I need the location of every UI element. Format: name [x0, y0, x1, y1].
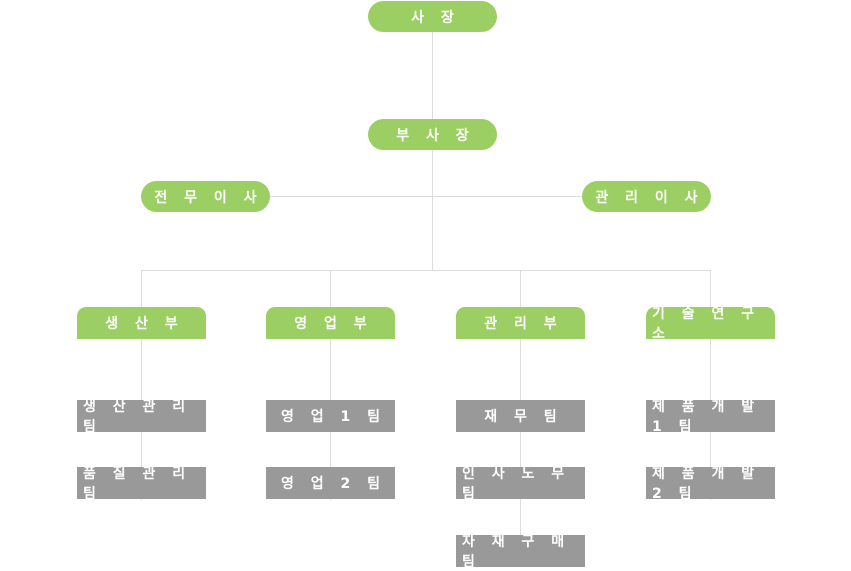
connector-line: [141, 270, 711, 271]
connector-line: [330, 270, 331, 500]
node-team: 생 산 관 리 팀: [77, 399, 206, 435]
connector-line: [710, 270, 711, 500]
node-team: 재 무 팀: [456, 400, 585, 432]
node-admin-director: 관 리 이 사: [582, 181, 711, 212]
node-team: 품 질 관 리 팀: [77, 466, 206, 502]
connector-line: [432, 31, 433, 271]
node-executive-director: 전 무 이 사: [141, 181, 270, 212]
connector-line: [270, 196, 582, 197]
node-vice-president: 부 사 장: [368, 119, 497, 150]
connector-line: [141, 270, 142, 500]
node-team: 제 품 개 발 2 팀: [646, 466, 775, 502]
node-team: 영 업 1 팀: [266, 400, 395, 432]
node-ceo: 사 장: [368, 1, 497, 32]
node-team: 인 사 노 무 팀: [456, 466, 585, 502]
node-dept-production: 생 산 부: [77, 307, 206, 339]
node-team: 제 품 개 발 1 팀: [646, 399, 775, 435]
node-dept-research: 기 술 연 구 소: [646, 306, 775, 342]
node-dept-management: 관 리 부: [456, 307, 585, 339]
node-team: 자 재 구 매 팀: [456, 534, 585, 570]
node-team: 영 업 2 팀: [266, 467, 395, 499]
node-dept-sales: 영 업 부: [266, 307, 395, 339]
